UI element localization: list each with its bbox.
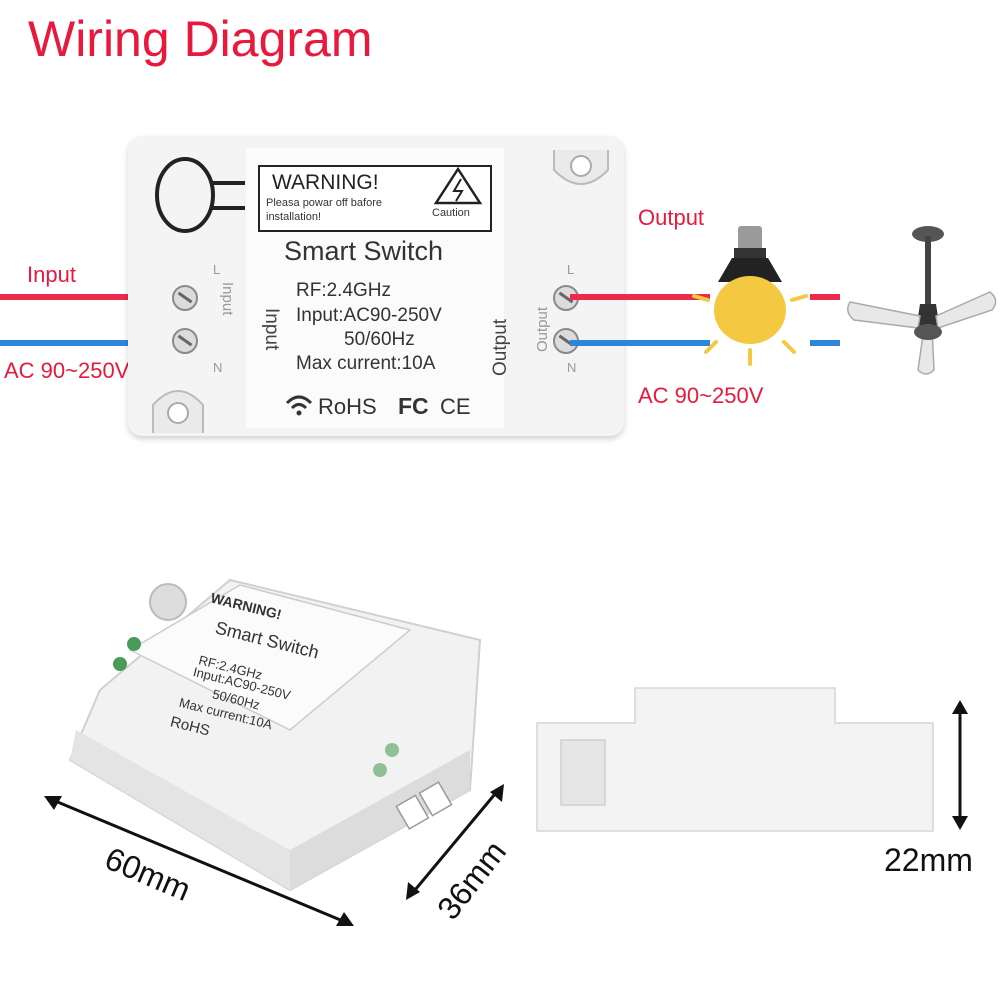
- device-side-output-label: Output: [490, 318, 511, 376]
- output-live-wire: [570, 294, 710, 300]
- output-neutral-wire-dash: [810, 340, 840, 346]
- fc-mark: FC: [398, 393, 429, 419]
- mount-hole-left-icon: [152, 390, 204, 433]
- spec-current: Max current:10A: [296, 353, 436, 374]
- input-terminal-l: [172, 285, 198, 311]
- wifi-icon: [285, 395, 313, 416]
- output-voltage-label: AC 90~250V: [638, 383, 764, 408]
- spec-rf: RF:2.4GHz: [296, 280, 392, 301]
- terminal-n-right: N: [567, 360, 577, 375]
- input-neutral-wire: [0, 340, 185, 346]
- mount-hole-right-icon: [553, 150, 609, 185]
- terminal-n-left: N: [213, 360, 223, 375]
- warning-title: WARNING!: [272, 171, 379, 194]
- input-voltage-label: AC 90~250V: [4, 358, 130, 383]
- high-voltage-warning-icon: [433, 166, 483, 205]
- height-arrow-icon: [952, 700, 968, 830]
- warning-line2: installation!: [266, 211, 322, 223]
- dimension-height: 22mm: [884, 842, 973, 878]
- warning-line1: Pleasa powar off bafore: [266, 197, 382, 209]
- device-3d-view: [44, 578, 504, 926]
- ceiling-fan-icon: [847, 226, 997, 375]
- input-label: Input: [27, 262, 76, 287]
- device-terminal-output-emboss: Output: [534, 306, 551, 352]
- caution-label: Caution: [432, 207, 470, 219]
- output-label: Output: [638, 205, 705, 230]
- input-terminal-n: [172, 328, 198, 354]
- output-neutral-wire: [570, 340, 710, 346]
- terminal-l-left: L: [213, 262, 221, 277]
- spec-input: Input:AC90-250V: [296, 305, 442, 326]
- input-live-wire: [0, 294, 185, 300]
- device-terminal-input-emboss: Input: [219, 282, 236, 316]
- light-bulb-icon: [692, 226, 808, 366]
- antenna-loop-icon: [155, 157, 245, 233]
- spec-frequency: 50/60Hz: [344, 329, 415, 350]
- page-title: Wiring Diagram: [28, 11, 373, 67]
- rohs-mark: RoHS: [318, 394, 377, 419]
- device-side-view: [536, 687, 934, 832]
- output-live-wire-dash: [810, 294, 840, 300]
- terminal-l-right: L: [567, 262, 575, 277]
- device-side-input-label: Input: [261, 308, 282, 351]
- device-name: Smart Switch: [284, 236, 444, 266]
- ce-mark: CE: [440, 394, 471, 419]
